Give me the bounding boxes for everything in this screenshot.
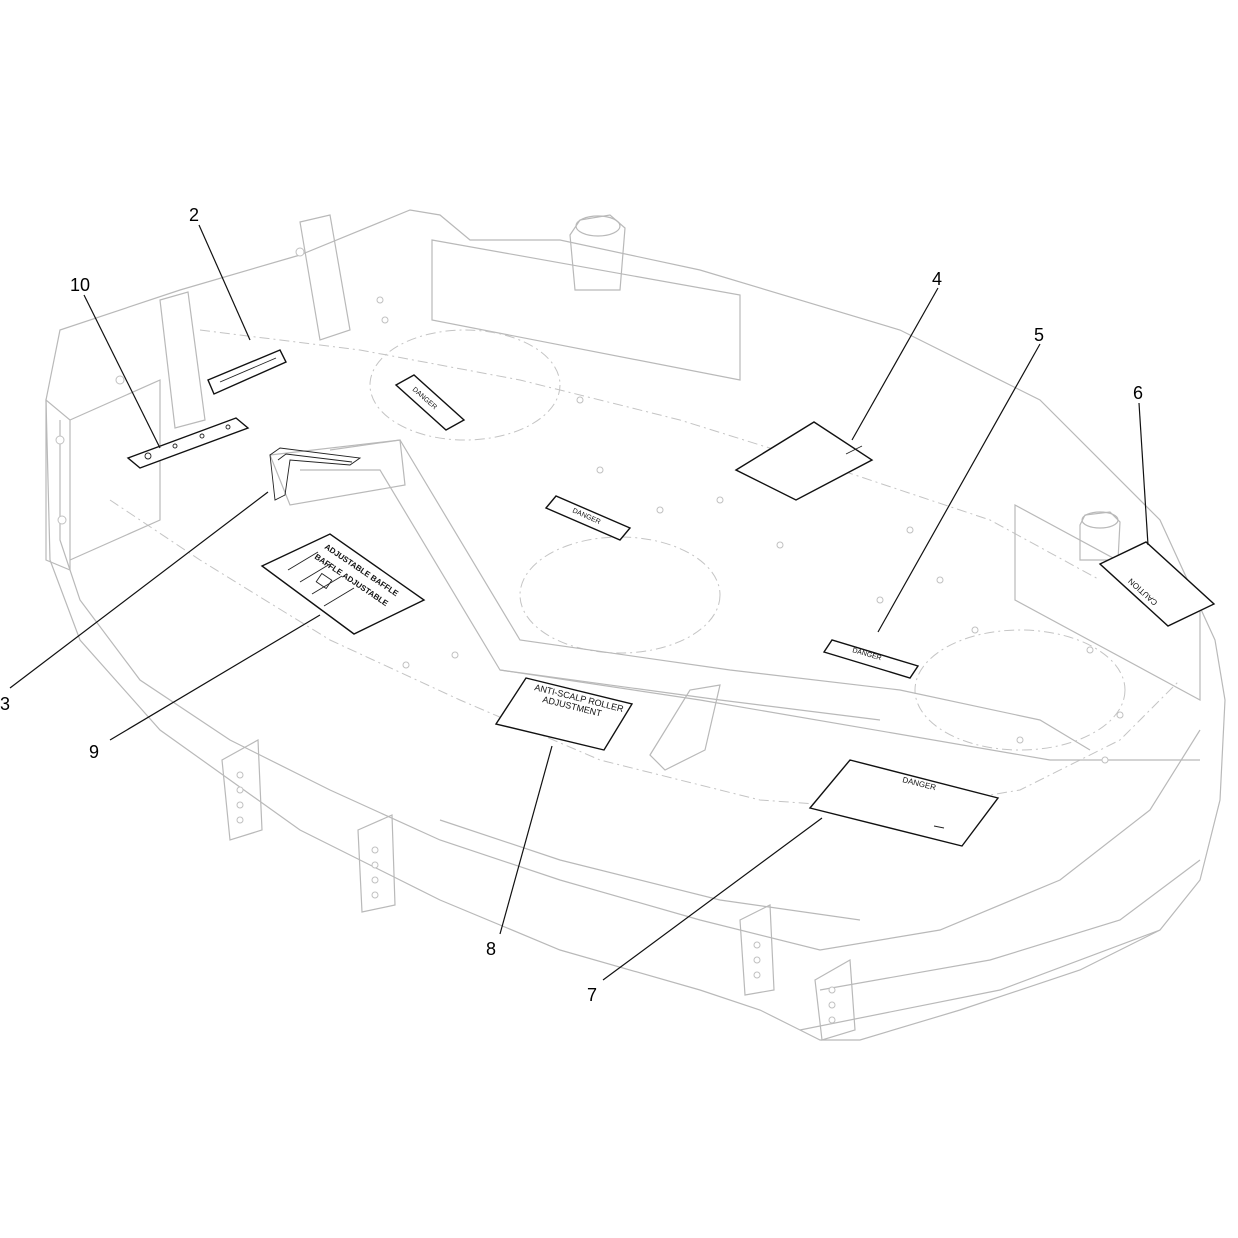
callout-2: 2 (189, 205, 199, 225)
callout-4: 4 (932, 269, 942, 289)
callout-8: 8 (486, 939, 496, 959)
leader-lines (9, 224, 1149, 981)
decal-8-anti-scalp: ANTI-SCALP ROLLER ADJUSTMENT (494, 677, 634, 751)
mower-deck-outline (45, 209, 1226, 1041)
deck-holes (55, 247, 1124, 1024)
decal-10-height-strip (126, 417, 250, 469)
decal-5-danger: DANGER (822, 639, 920, 679)
decal-7-danger: DANGER (808, 759, 1000, 847)
callout-10: 10 (70, 275, 90, 295)
decal-danger-rear: DANGER (394, 374, 466, 431)
decal-3-chevron (269, 447, 362, 501)
decal-4-label (734, 421, 874, 501)
callout-9: 9 (89, 742, 99, 762)
decal-danger-center: DANGER (544, 495, 632, 541)
callout-7: 7 (587, 985, 597, 1005)
decal-9-baffle-decal: ADJUSTABLE BAFFLE BAFFLE ADJUSTABLE (260, 533, 426, 635)
decal-6-caution: CAUTION (1098, 541, 1216, 627)
decal-2-name-plate (207, 349, 287, 395)
callout-6: 6 (1133, 383, 1143, 403)
callout-5: 5 (1034, 325, 1044, 345)
callout-numbers: 2 10 4 5 6 3 9 8 7 (0, 205, 1143, 1005)
callout-3: 3 (0, 694, 10, 714)
